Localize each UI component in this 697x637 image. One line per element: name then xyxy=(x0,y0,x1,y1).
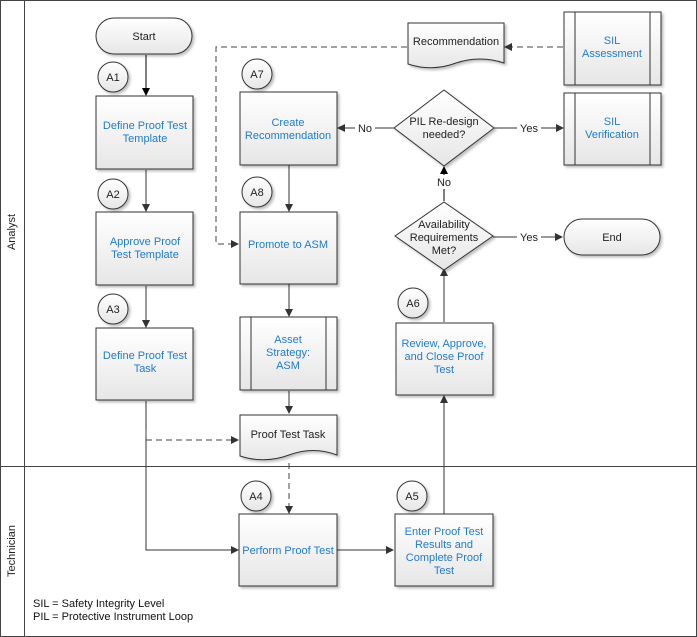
step-a8-label: Promote to ASM xyxy=(248,239,328,251)
step-a4-label: Perform Proof Test xyxy=(242,545,334,557)
marker-a3: A3 xyxy=(97,293,129,325)
svg-text:A1: A1 xyxy=(106,72,119,84)
marker-a4: A4 xyxy=(240,480,272,512)
start-label: Start xyxy=(132,31,155,43)
start-terminator[interactable]: Start xyxy=(95,17,193,55)
marker-a1: A1 xyxy=(97,61,129,93)
edge-label-yes-availability: Yes xyxy=(520,232,538,244)
svg-text:A7: A7 xyxy=(250,69,263,81)
step-a4-box[interactable]: Perform Proof Test xyxy=(238,513,338,587)
proof-test-task-document[interactable]: Proof Test Task xyxy=(239,414,338,461)
lane-label-technician: Technician xyxy=(6,525,18,577)
lane-label-analyst: Analyst xyxy=(6,214,18,250)
recommendation-label: Recommendation xyxy=(413,36,499,48)
marker-a8: A8 xyxy=(241,176,273,208)
svg-text:A8: A8 xyxy=(250,187,263,199)
svg-text:A4: A4 xyxy=(249,491,262,503)
marker-a6: A6 xyxy=(397,287,429,319)
legend-sil: SIL = Safety Integrity Level xyxy=(33,598,165,610)
step-a8-box[interactable]: Promote to ASM xyxy=(239,211,338,285)
edge-label-no-availability: No xyxy=(437,177,451,189)
svg-text:A5: A5 xyxy=(405,491,418,503)
marker-a7: A7 xyxy=(241,58,273,90)
step-markers: A1 A2 A3 A7 A8 A4 A5 A6 xyxy=(97,58,429,512)
end-label: End xyxy=(602,232,622,244)
marker-a2: A2 xyxy=(97,178,129,210)
edge-label-no-pil: No xyxy=(358,123,372,135)
legend-pil: PIL = Protective Instrument Loop xyxy=(33,611,194,623)
proof-test-task-label: Proof Test Task xyxy=(251,429,326,441)
marker-a5: A5 xyxy=(396,480,428,512)
svg-text:A3: A3 xyxy=(106,304,119,316)
edge-rec-a8 xyxy=(215,46,407,248)
svg-text:A2: A2 xyxy=(106,189,119,201)
edge-labels: No Yes No Yes xyxy=(355,121,541,244)
recommendation-document[interactable]: Recommendation xyxy=(407,22,505,69)
dashed-connectors xyxy=(145,43,563,514)
end-terminator[interactable]: End xyxy=(563,218,661,256)
svg-text:A6: A6 xyxy=(406,298,419,310)
edge-a3-task xyxy=(145,430,239,444)
edge-a3-a4 xyxy=(145,401,239,554)
edge-label-yes-pil: Yes xyxy=(520,123,538,135)
